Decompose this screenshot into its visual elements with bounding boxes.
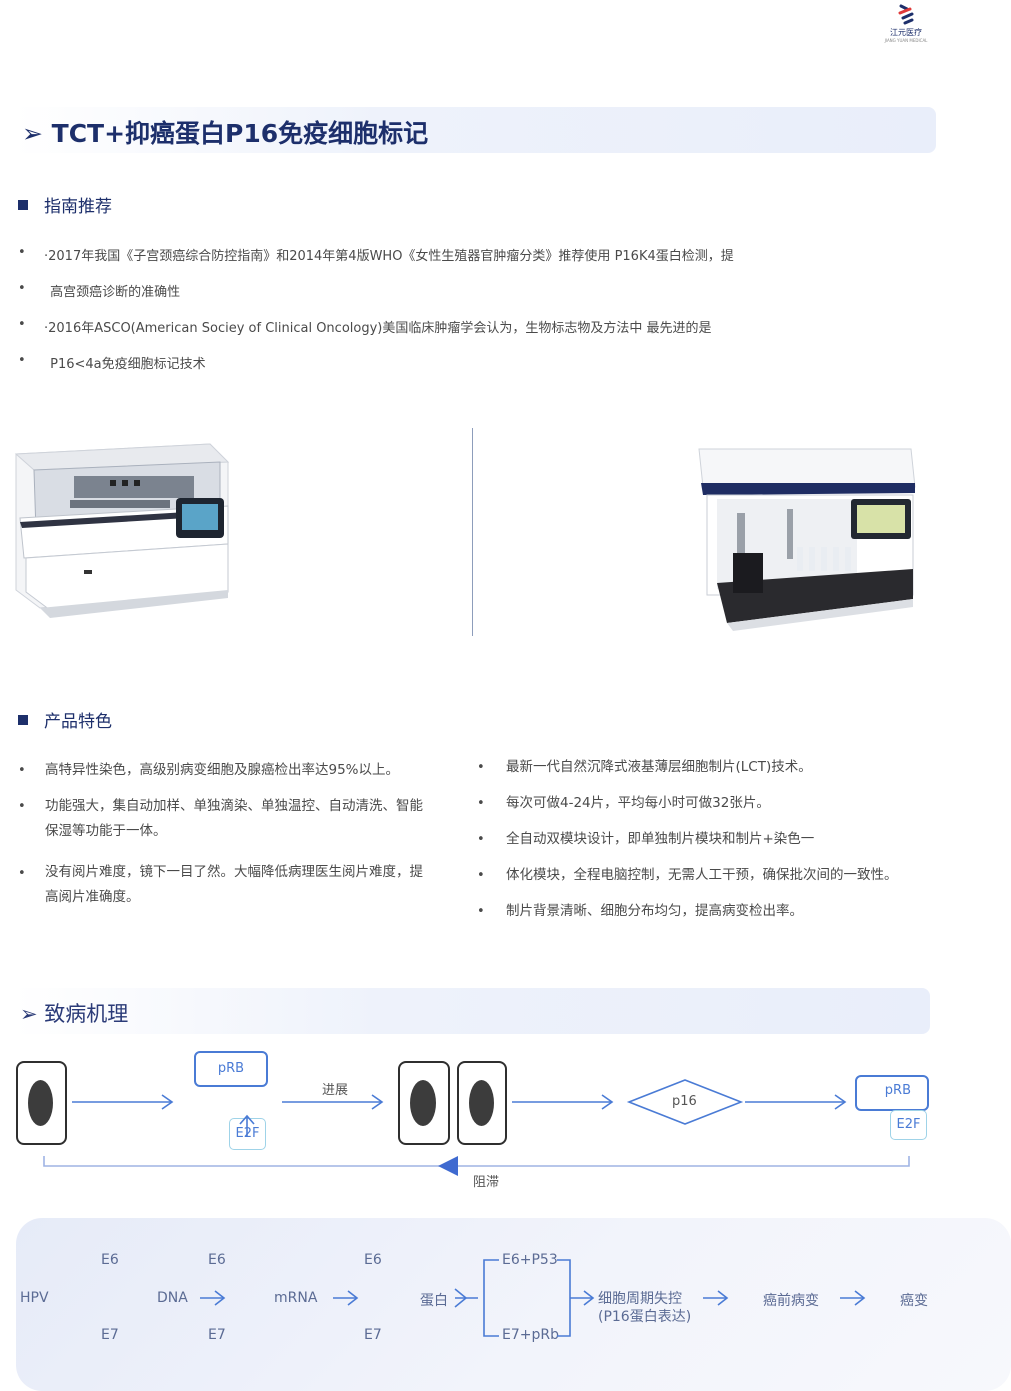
flow-e6-p53: E6+P53 [502, 1252, 558, 1268]
slide-maker-image [698, 448, 916, 631]
bullet-dot-icon: • [477, 868, 485, 883]
stainer-machine-image [14, 443, 230, 618]
nucleus [469, 1080, 494, 1126]
square-bullet-icon [18, 200, 28, 210]
feature-item: 高特异性染色，高级别病变细胞及腺癌检出率达95%以上。 [45, 762, 400, 778]
flow-e7: E7 [208, 1327, 226, 1343]
guide-bullet: ·2017年我国《子宫颈癌综合防控指南》和2014年第4版WHO《女性生殖器官肿… [44, 249, 734, 264]
mechanism-arrows [43, 1079, 910, 1176]
flow-e7-prb: E7+pRb [502, 1327, 559, 1343]
prb-box: pRB [194, 1051, 268, 1087]
bullet-dot-icon: • [18, 317, 26, 332]
flow-e6: E6 [364, 1252, 382, 1268]
flow-cell-cycle-line2: (P16蛋白表达) [598, 1309, 692, 1325]
bullet-dot-icon: • [477, 832, 485, 847]
flow-protein: 蛋白 [420, 1293, 448, 1309]
flow-e7: E7 [364, 1327, 382, 1343]
guide-bullet: 高宫颈癌诊断的准确性 [46, 285, 181, 300]
features-heading-text: 产品特色 [44, 712, 112, 732]
section-title-bar: ➢ TCT+抑癌蛋白P16免疫细胞标记 [14, 107, 936, 153]
logo-subtitle: JIANG YUAN MEDICAL [884, 38, 928, 43]
feature-item: 每次可做4-24片，平均每小时可做32张片。 [506, 795, 770, 811]
bullet-dot-icon: • [477, 760, 485, 775]
feature-item: 功能强大，集自动加样、单独滴染、单独温控、自动清洗、智能保湿等功能于一体。 [45, 798, 423, 839]
feature-item: 全自动双模块设计，即单独制片模块和制片+染色一 [506, 831, 815, 847]
image-divider [472, 428, 473, 636]
logo-mark-icon [898, 4, 914, 25]
guide-bullet: P16<4a免疫细胞标记技术 [46, 357, 206, 372]
section-title: ➢ TCT+抑癌蛋白P16免疫细胞标记 [22, 119, 429, 148]
flow-precancer: 癌前病变 [763, 1293, 819, 1309]
guide-heading-text: 指南推荐 [44, 197, 112, 217]
flow-e7: E7 [101, 1327, 119, 1343]
flow-mrna: mRNA [274, 1290, 318, 1306]
bullet-dot-icon: • [18, 245, 26, 260]
features-heading: 产品特色 [18, 707, 112, 732]
bullet-dot-icon: • [477, 796, 485, 811]
cell-dividing-1 [398, 1061, 450, 1145]
company-logo: 江元医疗 JIANG YUAN MEDICAL [880, 4, 932, 50]
hpv-flow-panel [16, 1218, 1011, 1391]
flow-hpv: HPV [20, 1290, 49, 1306]
prb-text: pRB [884, 1083, 911, 1098]
flow-dna: DNA [157, 1290, 188, 1306]
flow-cancer: 癌变 [900, 1293, 928, 1309]
guide-heading: 指南推荐 [18, 192, 112, 217]
progress-label: 进展 [322, 1083, 349, 1098]
flow-e6: E6 [101, 1252, 119, 1268]
bullet-dot-icon: • [477, 904, 485, 919]
flow-cell-cycle: 细胞周期失控 (P16蛋白表达) [598, 1290, 691, 1326]
flow-arrows [200, 1259, 866, 1337]
feature-item: 没有阅片难度，镜下一目了然。大幅降低病理医生阅片难度，提高阅片准确度。 [45, 864, 423, 905]
flow-e6: E6 [208, 1252, 226, 1268]
flow-cell-cycle-line1: 细胞周期失控 [598, 1291, 682, 1307]
logo-name: 江元医疗 [890, 28, 922, 37]
square-bullet-icon [18, 715, 28, 725]
prb-box: pRB [855, 1075, 929, 1111]
feature-item: 体化模块，全程电脑控制，无需人工干预，确保批次间的一致性。 [506, 867, 898, 883]
feature-item: 制片背景清晰、细胞分布均匀，提高病变检出率。 [506, 903, 803, 919]
bullet-dot-icon: • [18, 763, 26, 778]
p16-label: p16 [672, 1094, 697, 1109]
nucleus [410, 1080, 436, 1126]
guide-bullet: ·2016年ASCO(American Sociey of Clinical O… [44, 321, 712, 336]
bullet-dot-icon: • [18, 799, 26, 814]
cell-dividing-2 [457, 1061, 507, 1145]
bullet-dot-icon: • [18, 866, 26, 881]
cell-normal [16, 1061, 67, 1145]
section-title: ➢ 致病机理 [20, 1002, 129, 1026]
block-label: 阻滞 [473, 1175, 500, 1190]
bullet-dot-icon: • [18, 281, 26, 296]
bullet-dot-icon: • [18, 353, 26, 368]
section-title-bar: ➢ 致病机理 [14, 988, 930, 1034]
feature-item: 最新一代自然沉降式液基薄层细胞制片(LCT)技术。 [506, 759, 812, 775]
e2f-box: E2F [890, 1110, 927, 1140]
nucleus [28, 1080, 53, 1126]
